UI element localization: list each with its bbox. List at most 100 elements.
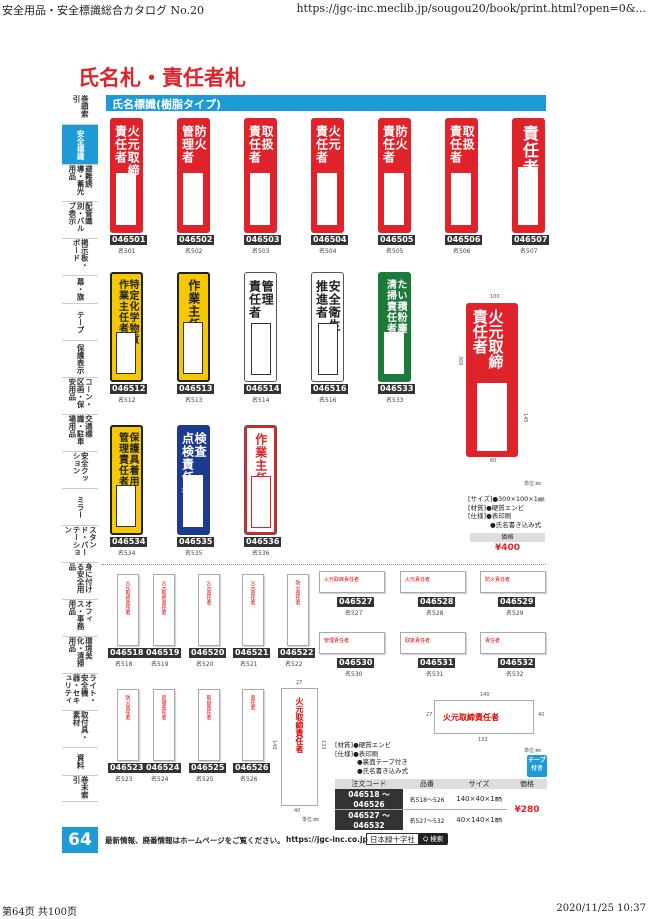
product-code: 046528 <box>418 597 456 607</box>
product-code: 046532 <box>498 658 536 668</box>
tall-sample-text: 火元取締責任者 <box>295 697 304 753</box>
small-sign-046522: 防火責任者 <box>287 574 309 646</box>
sidebar-item-4[interactable]: 掲示板・ボード <box>62 239 98 276</box>
name-box <box>115 173 136 225</box>
product-code: 046513 <box>177 384 215 394</box>
sign-046502: 防火 管理者 <box>177 118 210 233</box>
sidebar-item-1[interactable]: 安全標識 <box>62 125 98 165</box>
sign-text: 保護具着用 管理責任者 <box>116 432 139 487</box>
product-code: 046512 <box>110 384 148 394</box>
product-subcode: 名519 <box>151 661 169 668</box>
dim-bottom: 60 <box>490 458 497 464</box>
sign-046535: 検査 点検責任者 <box>177 425 210 535</box>
product-code: 046523 <box>108 763 146 773</box>
product-code: 046525 <box>189 763 227 773</box>
sidebar-item-14[interactable]: オフィス・事務用品 <box>62 600 98 637</box>
sidebar-item-12[interactable]: スタンド・パーテーション <box>62 526 98 563</box>
sidebar-item-0[interactable]: 巻頭索引 <box>62 95 98 125</box>
sidebar-item-3[interactable]: 配管識別・バルブ表示 <box>62 202 98 239</box>
sidebar-item-2[interactable]: 避難誘導・蓄光用品 <box>62 165 98 202</box>
small-sign-046525: 取扱責任者 <box>198 689 220 761</box>
sidebar-item-15[interactable]: 環境美化・清掃用品 <box>62 637 98 674</box>
product-subcode: 名534 <box>118 550 136 557</box>
product-subcode: 名531 <box>426 671 444 678</box>
product-subcode: 名505 <box>386 248 404 255</box>
row1-code: 046518 〜 046526 <box>335 789 403 810</box>
sign-046503: 取扱 責任者 <box>244 118 277 233</box>
product-code: 046524 <box>144 763 182 773</box>
small-sign-046519: 火元取締責任者 <box>153 574 175 646</box>
sidebar-item-9[interactable]: 交通標識・駐車場用品 <box>62 415 98 452</box>
sign-text: 火元 責任者 <box>314 125 342 164</box>
tall-dim-w2: 40 <box>294 808 301 814</box>
section-title: 氏名標識(樹脂タイプ) <box>112 98 222 111</box>
product-code: 046530 <box>337 658 375 668</box>
product-code: 046504 <box>311 235 349 245</box>
sidebar-item-18[interactable]: 資料 <box>62 748 98 776</box>
wide-sign-text: 責任者 <box>485 638 501 644</box>
wide-sign-text: 火元取締責任者 <box>324 577 360 583</box>
sidebar-item-10[interactable]: 安全クッション <box>62 452 98 489</box>
product-subcode: 名516 <box>319 397 337 404</box>
product-subcode: 名521 <box>240 661 258 668</box>
product-subcode: 名520 <box>196 661 214 668</box>
browser-title: 安全用品・安全標識総合カタログ No.20 <box>2 4 205 17</box>
sidebar-item-16[interactable]: ライト・安全機器・セキュリティ <box>62 674 98 711</box>
sign-046516: 安全衛生 推進者 <box>311 272 344 382</box>
wide-sign-text: 火元責任者 <box>405 577 431 583</box>
name-box <box>250 323 271 375</box>
footer-url[interactable]: https://jgc-inc.co.jp <box>286 835 368 844</box>
product-subcode: 名532 <box>506 671 524 678</box>
name-box <box>383 173 404 225</box>
price-value: ¥400 <box>494 543 521 553</box>
product-code: 046506 <box>445 235 483 245</box>
sidebar-item-7[interactable]: 保護表示 <box>62 341 98 378</box>
sidebar-item-19[interactable]: 巻末索引 <box>62 776 98 802</box>
product-code: 046535 <box>177 537 215 547</box>
browser-url: https://jgc-inc.meclib.jp/sougou20/book/… <box>296 2 646 15</box>
search-button[interactable]: Q 検索 <box>418 833 449 845</box>
product-subcode: 名502 <box>185 248 203 255</box>
divider <box>102 564 546 565</box>
price-header: 価格 <box>470 533 545 542</box>
print-datetime: 2020/11/25 10:37 <box>556 903 646 914</box>
name-box <box>317 323 338 375</box>
sign-046507: 責任者 <box>512 118 545 233</box>
sidebar-item-11[interactable]: ミラー <box>62 489 98 526</box>
sign-text: 火元取締 責任者 <box>113 125 141 177</box>
product-code: 046503 <box>244 235 282 245</box>
tall-sample: 火元取締責任者 <box>281 688 318 806</box>
wide-sign-046529: 防火責任者 <box>480 571 546 593</box>
name-box <box>249 173 270 225</box>
large-sample-sign: 火元取締 責任者 <box>466 303 518 457</box>
product-subcode: 名524 <box>151 776 169 783</box>
product-subcode: 名530 <box>345 671 363 678</box>
wide-dim-w: 140 <box>480 692 490 698</box>
footer-text: 最新情報、廃番情報はホームページをご覧ください。 <box>105 836 285 845</box>
small-sign-046518: 火元取締責任者 <box>117 574 139 646</box>
product-code: 046527 <box>337 597 375 607</box>
sign-046506: 取扱 責任者 <box>445 118 478 233</box>
sign-text: たい積粉塵 清掃責任者 <box>384 279 407 334</box>
product-code: 046518 <box>108 648 146 658</box>
name-box <box>383 332 404 374</box>
price-table: 注文コード 品番 サイズ 価格 046518 〜 046526 名518〜526… <box>335 779 547 830</box>
small-sign-text: 防火責任者 <box>294 580 301 605</box>
spec2-tape: ●裏面テープ付き <box>357 758 408 766</box>
product-subcode: 名536 <box>252 550 270 557</box>
sidebar-item-13[interactable]: 身に付ける安全用品 <box>62 563 98 600</box>
sidebar-item-5[interactable]: 幕・旗 <box>62 276 98 304</box>
product-code: 046516 <box>311 384 349 394</box>
sidebar-item-6[interactable]: テープ <box>62 304 98 341</box>
row2-hinban: 名527〜532 <box>409 817 445 825</box>
sidebar-item-17[interactable]: 取付具・素材 <box>62 711 98 748</box>
dim-height: 300 <box>457 356 463 366</box>
large-sample-name-box <box>477 383 507 451</box>
wide-sign-046530: 管理責任者 <box>319 632 385 654</box>
small-sign-046526: 責任者 <box>242 689 264 761</box>
sign-046536: 作業主任者 <box>244 425 277 535</box>
sidebar-item-8[interactable]: コーン・区画・保安用品 <box>62 378 98 415</box>
small-sign-046521: 火元責任者 <box>242 574 264 646</box>
